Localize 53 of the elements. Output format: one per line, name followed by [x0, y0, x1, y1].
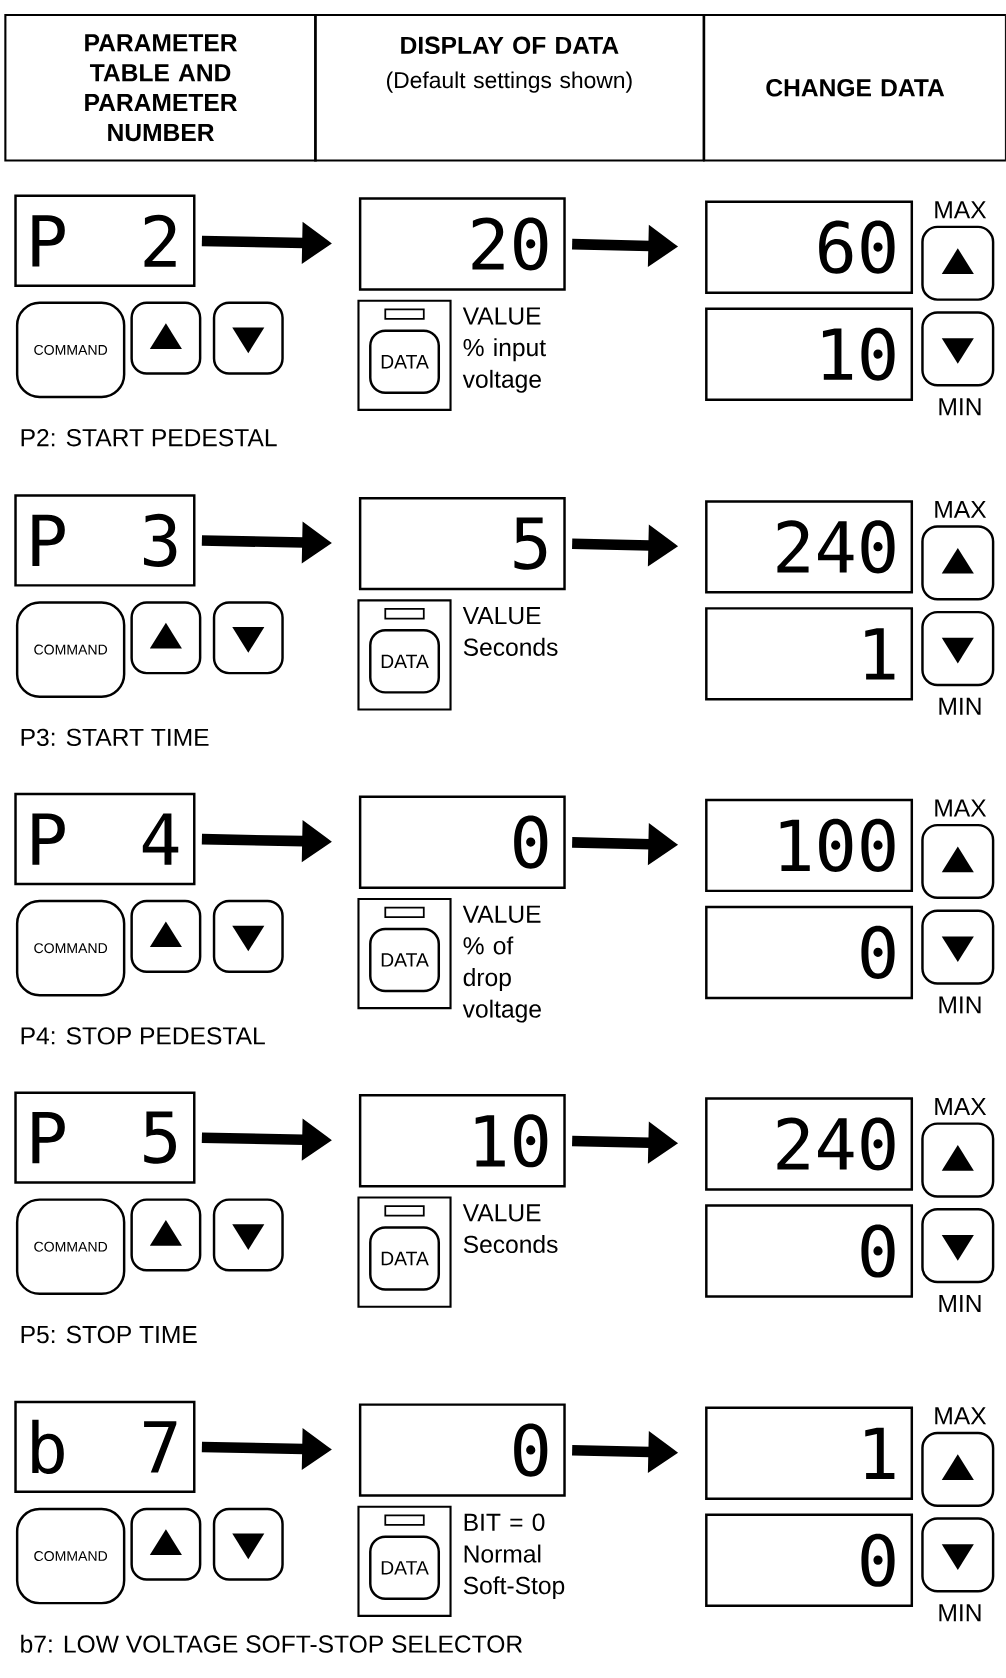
display-screen: 5 — [358, 496, 566, 591]
display-screen: 10 — [358, 1094, 566, 1188]
min-label: MIN — [939, 697, 981, 715]
display-screen: P 3 — [14, 494, 196, 587]
display-screen: 0 — [705, 1513, 914, 1607]
command-button: COMMAND — [15, 1198, 126, 1296]
max-label: MAX — [935, 201, 987, 219]
display-screen: 1 — [705, 607, 914, 701]
display-screen: 10 — [705, 307, 914, 401]
display-screen: 0 — [358, 1403, 566, 1497]
data-button: DATA — [357, 1505, 452, 1617]
command-button: COMMAND — [15, 301, 126, 399]
value-description: VALUE Seconds — [462, 607, 558, 656]
value-description: BIT = 0 Normal Soft-Stop — [463, 1513, 565, 1600]
display-screen: 100 — [705, 798, 914, 893]
value-description: VALUE % of drop voltage — [462, 905, 541, 1023]
display-screen: 20 — [358, 197, 566, 291]
value-description: VALUE Seconds — [462, 1204, 558, 1254]
min-label: MIN — [939, 1295, 981, 1312]
display-screen: 1 — [705, 1406, 914, 1500]
max-label: MAX — [935, 500, 987, 518]
command-button: COMMAND — [15, 601, 126, 698]
display-screen: P 4 — [14, 792, 196, 886]
data-button: DATA — [357, 299, 452, 411]
table-header-cell: CHANGE DATA — [703, 13, 1006, 162]
display-screen: 0 — [705, 1204, 914, 1298]
display-screen: 240 — [705, 500, 914, 594]
parameter-caption: b7: LOW VOLTAGE SOFT-STOP SELECTOR — [21, 1634, 523, 1653]
display-screen: 60 — [705, 200, 914, 294]
max-label: MAX — [935, 1098, 987, 1115]
data-button: DATA — [357, 897, 452, 1010]
command-button: COMMAND — [15, 1507, 126, 1605]
display-screen: P 5 — [14, 1091, 196, 1184]
value-description: VALUE % input voltage — [462, 307, 546, 393]
min-label: MIN — [939, 996, 981, 1014]
parameter-caption: P2: START PEDESTAL — [21, 428, 277, 447]
display-screen: P 2 — [14, 194, 196, 287]
parameter-caption: P5: STOP TIME — [21, 1325, 197, 1344]
data-button: DATA — [357, 1196, 452, 1308]
data-button: DATA — [357, 599, 452, 711]
min-label: MIN — [939, 398, 981, 416]
parameter-caption: P4: STOP PEDESTAL — [21, 1027, 265, 1045]
display-screen: 0 — [358, 795, 566, 889]
max-label: MAX — [935, 1407, 987, 1425]
display-screen: 0 — [705, 905, 914, 1000]
max-label: MAX — [935, 799, 987, 817]
table-header-cell: DISPLAY OF DATA (Default settings shown) — [314, 13, 705, 162]
command-button: COMMAND — [15, 899, 126, 997]
display-screen: b 7 — [14, 1400, 196, 1494]
min-label: MIN — [939, 1604, 981, 1622]
display-screen: 240 — [705, 1097, 914, 1191]
parameter-caption: P3: START TIME — [21, 728, 209, 747]
table-header-cell: PARAMETER TABLE AND PARAMETER NUMBER — [4, 13, 317, 162]
